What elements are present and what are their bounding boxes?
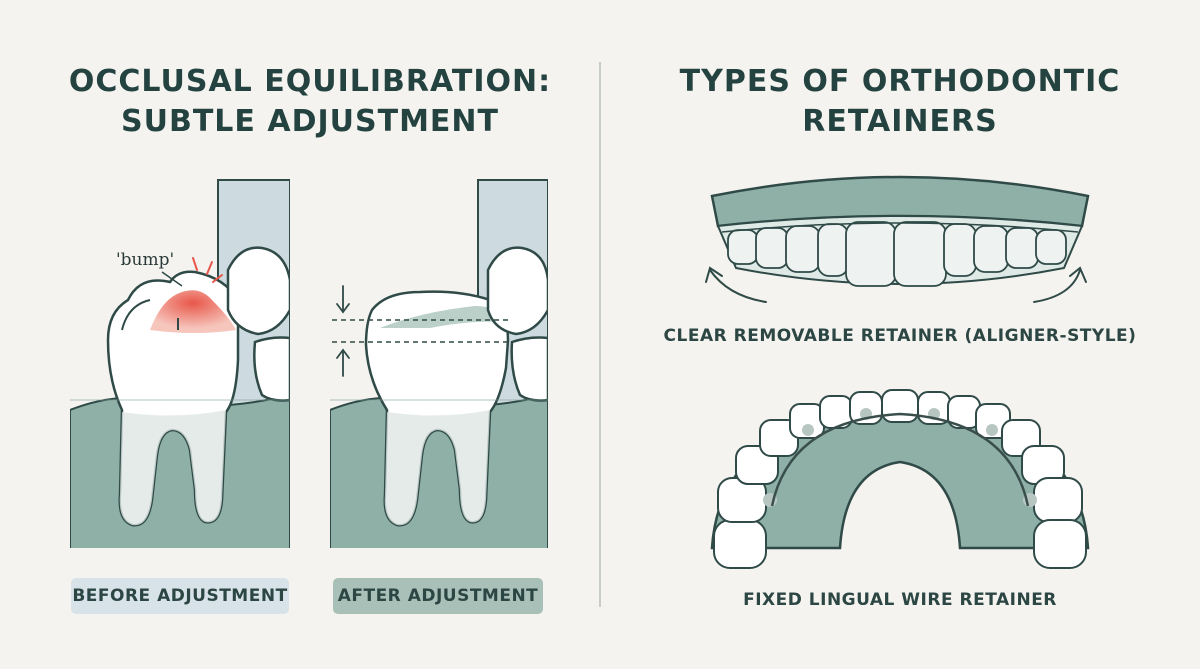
adjacent-tooth-lower bbox=[510, 336, 548, 402]
arrow-up-icon bbox=[336, 348, 350, 377]
curved-arrow-right-icon bbox=[1033, 266, 1087, 303]
occlusal-title-line1: OCCLUSAL EQUILIBRATION: bbox=[68, 64, 552, 99]
root-shading bbox=[384, 410, 490, 526]
before-adjustment-illustration bbox=[70, 178, 290, 548]
fixed-retainer-illustration bbox=[710, 389, 1090, 569]
curved-arrow-left-icon bbox=[705, 266, 767, 303]
arrow-down-icon bbox=[336, 285, 350, 314]
bump-label: 'bump' bbox=[116, 250, 175, 270]
adjacent-tooth-lower bbox=[253, 336, 290, 402]
lower-arch-teeth bbox=[713, 389, 1087, 569]
clear-retainer-illustration bbox=[710, 175, 1090, 287]
bump-indicator-icon bbox=[192, 257, 223, 283]
occlusal-title: OCCLUSAL EQUILIBRATION: SUBTLE ADJUSTMEN… bbox=[40, 62, 580, 142]
clear-retainer-label: CLEAR REMOVABLE RETAINER (ALIGNER-STYLE) bbox=[663, 326, 1137, 346]
smoothed-enamel-surface bbox=[380, 306, 505, 328]
section-divider bbox=[599, 62, 601, 607]
retainers-title-line2: RETAINERS bbox=[802, 104, 998, 139]
fixed-retainer-label: FIXED LINGUAL WIRE RETAINER bbox=[743, 590, 1057, 610]
occlusal-bump bbox=[150, 290, 236, 333]
after-adjustment-illustration bbox=[330, 178, 548, 548]
bump-label-leader bbox=[161, 271, 183, 287]
retainer-gumline bbox=[721, 222, 1079, 233]
before-adjustment-badge: BEFORE ADJUSTMENT bbox=[71, 578, 289, 614]
occlusal-title-line2: SUBTLE ADJUSTMENT bbox=[121, 104, 499, 139]
after-adjustment-badge: AFTER ADJUSTMENT bbox=[333, 578, 543, 614]
adjacent-tooth-upper bbox=[226, 246, 290, 336]
retainers-title-line1: TYPES OF ORTHODONTIC bbox=[679, 64, 1121, 99]
lingual-wire bbox=[770, 412, 1030, 507]
enamel-inner-line bbox=[121, 299, 151, 331]
root-shading bbox=[119, 410, 226, 526]
retainer-teeth bbox=[727, 221, 1067, 287]
adjacent-tooth-upper bbox=[486, 246, 548, 336]
adjustment-measure-lines bbox=[332, 319, 508, 343]
retainers-title: TYPES OF ORTHODONTIC RETAINERS bbox=[610, 62, 1190, 142]
